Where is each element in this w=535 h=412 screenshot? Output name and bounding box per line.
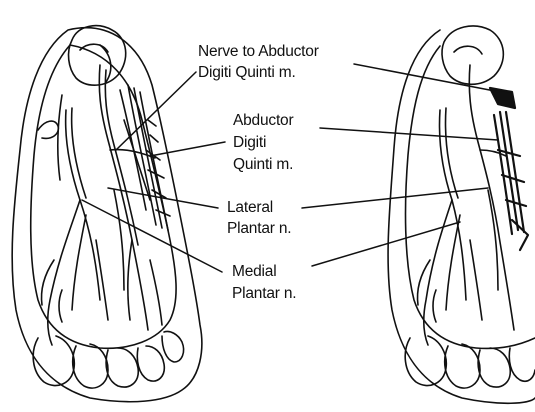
- left-toe-3: [106, 348, 138, 387]
- label-abductor-line3: Quinti m.: [233, 155, 293, 174]
- right-heel-pad: [442, 26, 503, 84]
- leader-lateral-plantar-right: [302, 188, 488, 208]
- label-nerve-to-abductor-line2: Digiti Quinti m.: [198, 63, 296, 82]
- label-lateral-plantar-line1: Lateral: [227, 198, 273, 217]
- label-medial-plantar-line1: Medial: [232, 262, 276, 281]
- right-toe-2: [445, 344, 480, 388]
- right-foot-outline: [388, 30, 535, 403]
- left-toe-1: [33, 336, 74, 386]
- label-abductor-line1: Abductor: [233, 111, 293, 130]
- leader-medial-plantar-left: [82, 200, 222, 272]
- right-toe-3: [478, 348, 510, 387]
- right-toe-4: [509, 348, 535, 381]
- label-medial-plantar-line2: Plantar n.: [232, 284, 296, 303]
- left-toe-2: [73, 344, 108, 388]
- label-nerve-to-abductor-line1: Nerve to Abductor: [198, 42, 319, 61]
- label-abductor-line2: Digiti: [233, 133, 266, 152]
- right-foot-drawing: [388, 26, 535, 403]
- leader-nerve-to-abductor-left: [116, 72, 196, 150]
- left-toe-4: [137, 346, 164, 381]
- leader-abductor-left: [150, 142, 225, 156]
- label-lateral-plantar-line2: Plantar n.: [227, 219, 291, 238]
- left-foot-outline: [12, 28, 202, 402]
- left-foot-drawing: [12, 26, 202, 402]
- left-toe-5: [162, 331, 184, 362]
